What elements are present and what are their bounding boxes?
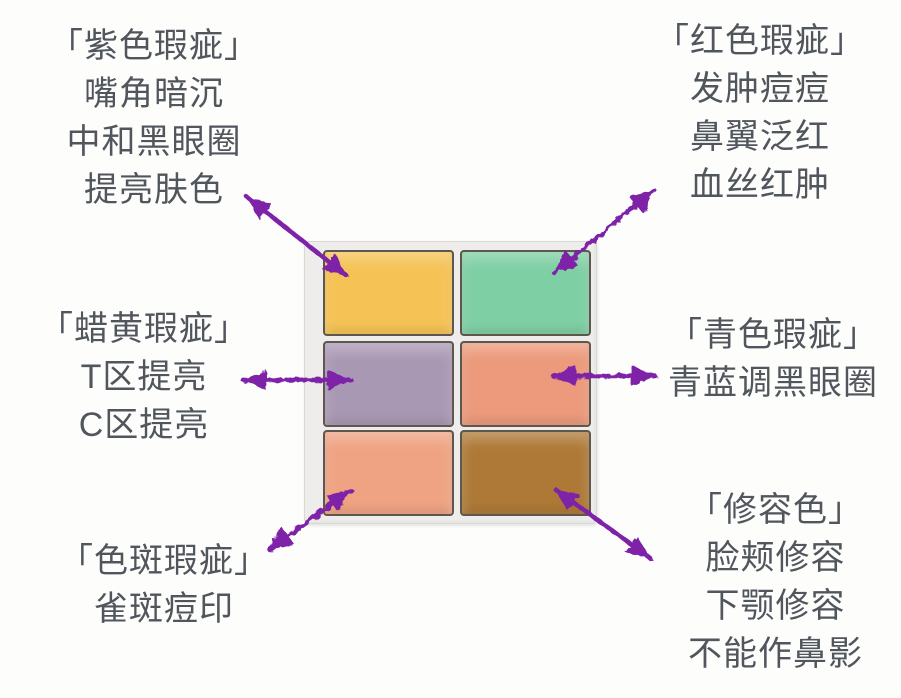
note-line: 青蓝调黑眼圈 [668,364,878,402]
note-title: 「修容色」 [688,491,863,529]
note-title: 「青色瑕疵」 [668,316,878,354]
note-purple-flaws: 「紫色瑕疵」 嘴角暗沉 中和黑眼圈 提亮肤色 [28,22,280,214]
pan-brown [460,430,591,516]
pan-peach [323,430,454,516]
note-line: 雀斑痘印 [94,590,234,628]
note-line: 中和黑眼圈 [66,123,242,161]
note-line: 鼻翼泛红 [690,118,830,156]
note-line: 下颚修容 [705,587,846,625]
note-sallow-flaws: 「蜡黄瑕疵」 T区提亮 C区提亮 [22,305,266,449]
note-line: 嘴角暗沉 [84,75,224,113]
note-line: 发肿痘痘 [690,70,830,108]
note-title: 「紫色瑕疵」 [49,27,259,65]
note-title: 「色斑瑕疵」 [59,542,269,580]
note-line: T区提亮 [80,358,208,396]
pan-purple [323,341,454,427]
note-cyan-flaws: 「青色瑕疵」 青蓝调黑眼圈 [645,311,901,407]
pan-green [460,250,591,336]
pan-salmon [460,341,591,427]
note-line: 提亮肤色 [84,171,224,209]
note-line: 不能作鼻影 [688,635,863,673]
note-line: C区提亮 [78,406,210,444]
note-title: 「红色瑕疵」 [655,22,865,60]
note-contour: 「修容色」 脸颊修容 下颚修容 不能作鼻影 [650,486,901,678]
note-line: 脸颊修容 [705,539,846,577]
note-title: 「蜡黄瑕疵」 [39,310,249,348]
note-spot-flaws: 「色斑瑕疵」 雀斑痘印 [42,537,286,633]
pan-yellow [323,250,454,336]
concealer-palette [304,241,597,524]
note-line: 血丝红肿 [690,166,830,204]
note-red-flaws: 「红色瑕疵」 发肿痘痘 鼻翼泛红 血丝红肿 [634,17,886,209]
